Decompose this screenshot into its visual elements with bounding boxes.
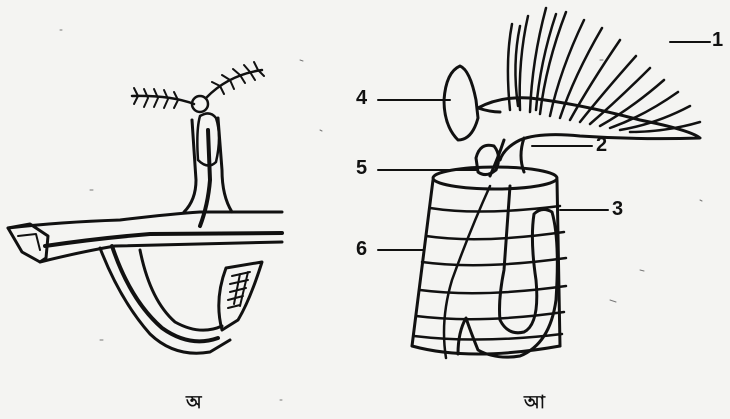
left-tube-lower xyxy=(40,242,282,262)
left-figure xyxy=(8,62,282,353)
label-4: 4 xyxy=(356,87,367,110)
left-tentacle-left xyxy=(132,96,194,104)
right-tentacle-fan xyxy=(508,8,700,132)
caption-left-figure: অ xyxy=(186,388,202,419)
right-epistome-stalk xyxy=(478,108,500,112)
right-epistome xyxy=(444,66,478,140)
label-6: 6 xyxy=(356,238,367,261)
left-tentacle-right-pinnules xyxy=(212,62,264,94)
left-tube-opening xyxy=(8,224,48,262)
label-5: 5 xyxy=(356,157,367,180)
right-growth-rings xyxy=(414,206,566,340)
label-2: 2 xyxy=(596,134,607,157)
caption-right-figure: আ xyxy=(524,388,545,419)
left-tube-opening-inner xyxy=(18,234,40,250)
left-tube-upper xyxy=(8,212,282,228)
left-stalk-outer-right xyxy=(218,118,232,212)
left-branch-core-line xyxy=(112,246,218,341)
left-stalk-outer-left xyxy=(184,120,196,212)
label-3: 3 xyxy=(612,198,623,221)
right-figure xyxy=(412,8,700,358)
label-1: 1 xyxy=(712,29,723,52)
